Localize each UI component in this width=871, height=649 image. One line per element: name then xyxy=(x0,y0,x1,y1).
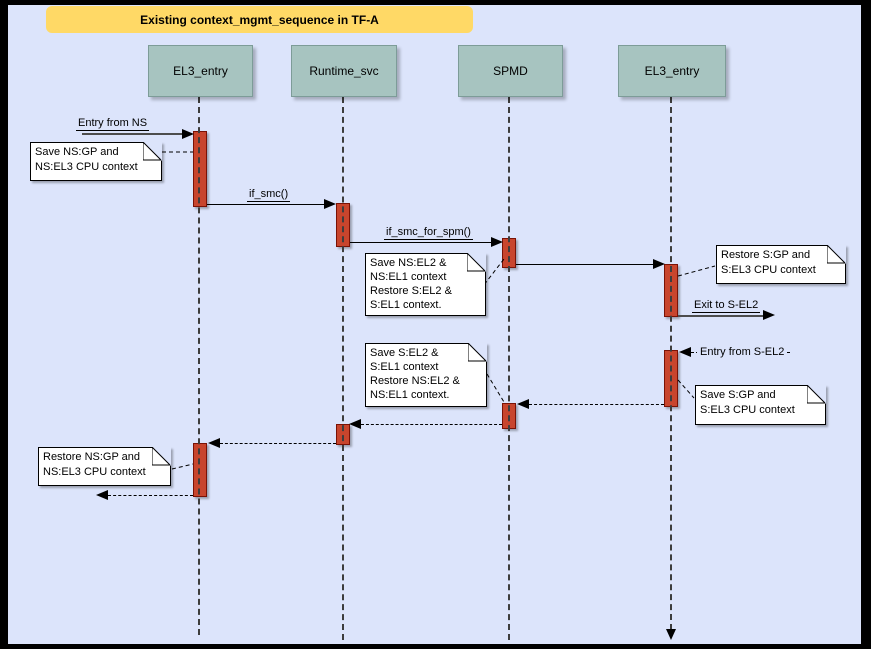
lifeline-el3-entry-right xyxy=(670,97,672,630)
lifeline-el3-entry-left xyxy=(198,97,200,635)
message-line-exit-to-s-el2 xyxy=(678,315,763,317)
message-label-if-smc-for-spm: if_smc_for_spm() xyxy=(384,226,473,240)
arrowhead-icon xyxy=(96,490,108,500)
message-label-if-smc: if_smc() xyxy=(247,188,291,202)
message-line-spmd-to-el3 xyxy=(516,264,653,265)
return-line-spmd-to-runtime xyxy=(361,424,502,425)
note-save-s-el2: Save S:EL2 & S:EL1 context Restore NS:EL… xyxy=(365,343,487,407)
diagram-background xyxy=(8,5,861,644)
note-save-ns-el2: Save NS:EL2 & NS:EL1 context Restore S:E… xyxy=(365,253,486,316)
lifeline-header-el3-entry-left: EL3_entry xyxy=(148,45,253,97)
note-text: Restore S:GP and S:EL3 CPU context xyxy=(721,249,816,276)
note-text: Save S:EL2 & S:EL1 context Restore NS:EL… xyxy=(370,347,460,401)
note-text: Restore NS:GP and NS:EL3 CPU context xyxy=(43,451,146,478)
diagram-title: Existing context_mgmt_sequence in TF-A xyxy=(46,6,473,33)
activation-el3-left-2 xyxy=(193,443,207,497)
note-save-ns-gp: Save NS:GP and NS:EL3 CPU context xyxy=(30,142,162,181)
return-line-runtime-to-el3 xyxy=(220,443,336,444)
arrowhead-icon xyxy=(653,259,665,269)
arrowhead-icon xyxy=(491,237,503,247)
lifeline-end-arrow-icon xyxy=(666,629,676,640)
note-fold-icon xyxy=(807,385,826,404)
lifeline-label: EL3_entry xyxy=(173,64,228,78)
activation-el3-left-1 xyxy=(193,131,207,207)
note-fold-icon xyxy=(143,142,162,161)
arrowhead-icon xyxy=(679,347,691,357)
note-restore-s-gp: Restore S:GP and S:EL3 CPU context xyxy=(716,245,846,284)
note-fold-icon xyxy=(467,253,486,272)
lifeline-runtime-svc xyxy=(342,97,344,640)
lifeline-header-el3-entry-right: EL3_entry xyxy=(618,45,726,97)
note-restore-ns-gp: Restore NS:GP and NS:EL3 CPU context xyxy=(38,447,171,486)
lifeline-spmd xyxy=(508,97,510,640)
note-text: Save NS:EL2 & NS:EL1 context Restore S:E… xyxy=(370,257,452,311)
arrowhead-icon xyxy=(324,199,336,209)
note-fold-icon xyxy=(827,245,846,264)
note-save-s-gp: Save S:GP and S:EL3 CPU context xyxy=(695,385,826,425)
note-text: Save NS:GP and NS:EL3 CPU context xyxy=(35,146,138,173)
lifeline-label: SPMD xyxy=(493,64,528,78)
arrowhead-icon xyxy=(517,399,529,409)
lifeline-header-runtime-svc: Runtime_svc xyxy=(291,45,397,97)
lifeline-label: EL3_entry xyxy=(644,64,700,78)
message-line-if-smc xyxy=(207,204,324,205)
lifeline-label: Runtime_svc xyxy=(309,64,379,78)
message-label-entry-from-s-el2: Entry from S-EL2 xyxy=(697,346,788,359)
arrowhead-icon xyxy=(208,438,220,448)
note-fold-icon xyxy=(152,447,171,466)
message-line-entry-from-ns xyxy=(82,133,182,135)
return-line-el3-to-ns xyxy=(108,495,193,496)
message-line-if-smc-for-spm xyxy=(350,242,491,243)
note-text: Save S:GP and S:EL3 CPU context xyxy=(700,389,795,416)
arrowhead-icon xyxy=(349,419,361,429)
arrowhead-icon xyxy=(763,310,775,320)
message-label-entry-from-ns: Entry from NS xyxy=(76,117,150,131)
message-label-exit-to-s-el2: Exit to S-EL2 xyxy=(692,299,761,313)
note-fold-icon xyxy=(468,343,487,362)
lifeline-header-spmd: SPMD xyxy=(458,45,563,97)
return-line-el3-to-spmd xyxy=(529,404,664,405)
arrowhead-icon xyxy=(182,129,194,139)
